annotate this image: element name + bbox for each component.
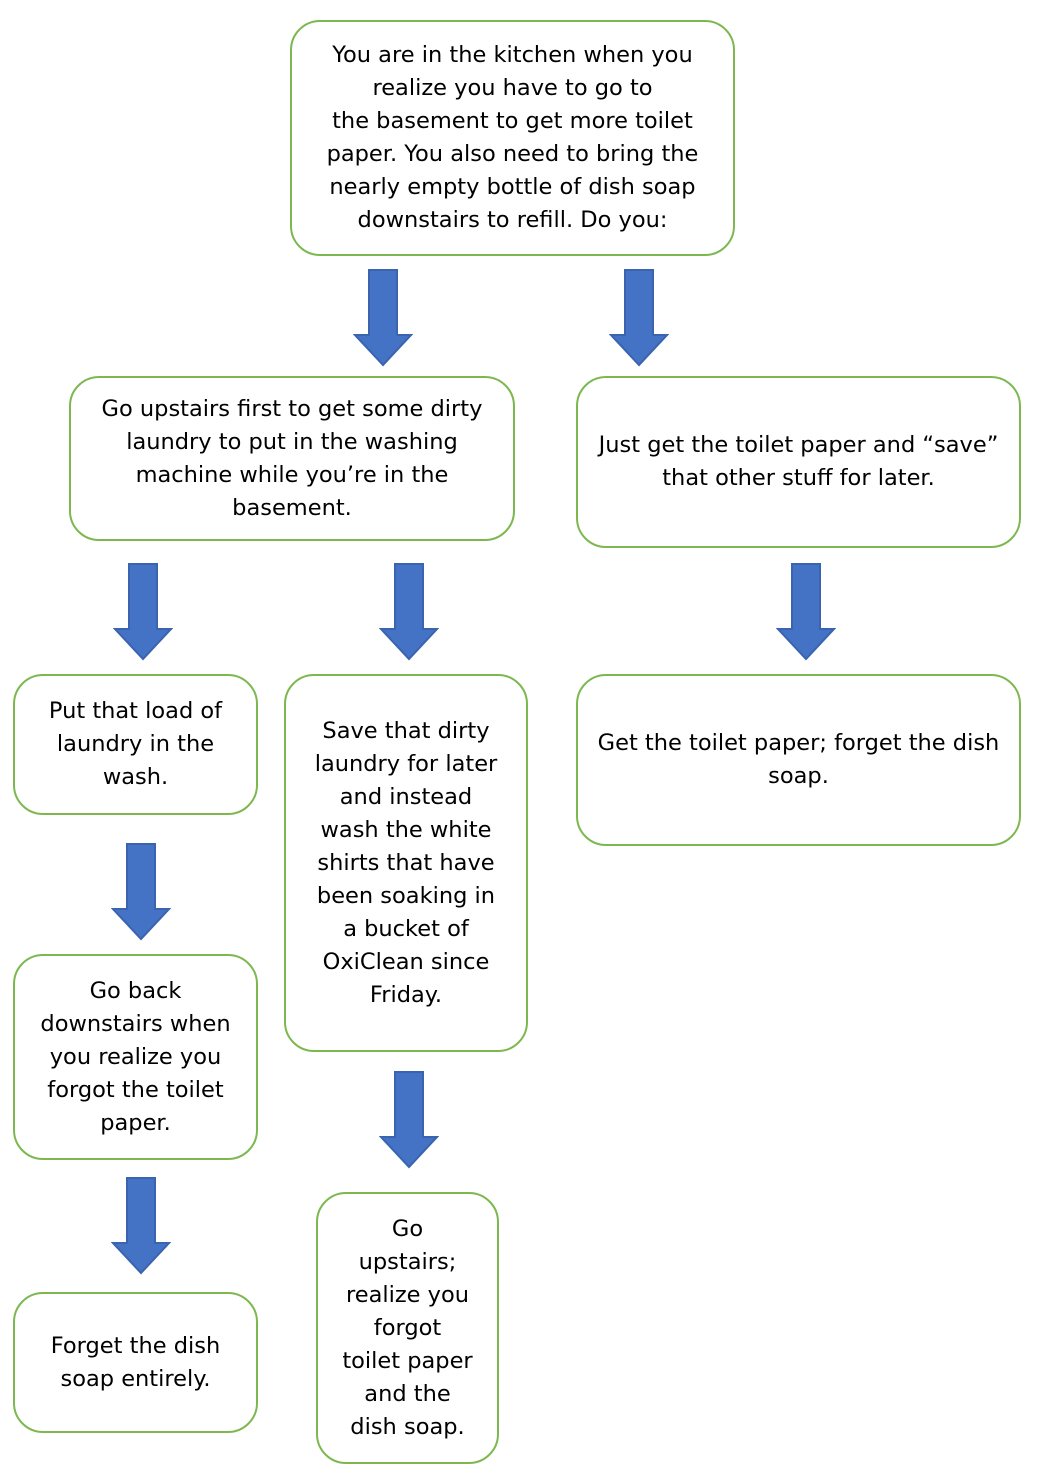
save-laundry-box: Save that dirty laundry for later and in…	[284, 674, 528, 1052]
go-upstairs-forgot-box: Go upstairs; realize you forgot toilet p…	[316, 1192, 499, 1464]
arrow-start-to-laundry	[353, 269, 413, 367]
forget-dish-soap-right-text: Get the toilet paper; forget the dish so…	[597, 730, 1000, 789]
option-toilet-paper-box: Just get the toilet paper and “save” tha…	[576, 376, 1021, 548]
arrow-laundry-to-put-load	[113, 563, 173, 661]
put-load-box: Put that load of laundry in the wash.	[13, 674, 258, 815]
go-upstairs-forgot-text: Go upstairs; realize you forgot toilet p…	[342, 1215, 473, 1440]
arrow-laundry-to-save-laundry	[379, 563, 439, 661]
option-toilet-paper-text: Just get the toilet paper and “save” tha…	[598, 432, 999, 491]
option-laundry-text: Go upstairs first to get some dirty laun…	[101, 395, 483, 521]
arrow-save-laundry-to-go-upstairs	[379, 1071, 439, 1169]
option-laundry-box: Go upstairs first to get some dirty laun…	[69, 376, 515, 541]
save-laundry-text: Save that dirty laundry for later and in…	[314, 717, 498, 1008]
forget-dish-soap-right-box: Get the toilet paper; forget the dish so…	[576, 674, 1021, 846]
go-back-downstairs-text: Go back downstairs when you realize you …	[40, 977, 231, 1136]
forget-dish-soap-entirely-box: Forget the dish soap entirely.	[13, 1292, 258, 1433]
arrow-put-load-to-go-back	[111, 843, 171, 941]
arrow-toilet-paper-to-forget-dish-soap	[776, 563, 836, 661]
start-box: You are in the kitchen when you realize …	[290, 20, 735, 256]
go-back-downstairs-box: Go back downstairs when you realize you …	[13, 954, 258, 1160]
arrow-go-back-to-forget-entirely	[111, 1177, 171, 1275]
arrow-start-to-toilet-paper	[609, 269, 669, 367]
start-text: You are in the kitchen when you realize …	[326, 42, 699, 233]
forget-dish-soap-entirely-text: Forget the dish soap entirely.	[50, 1332, 221, 1392]
put-load-text: Put that load of laundry in the wash.	[48, 698, 223, 790]
